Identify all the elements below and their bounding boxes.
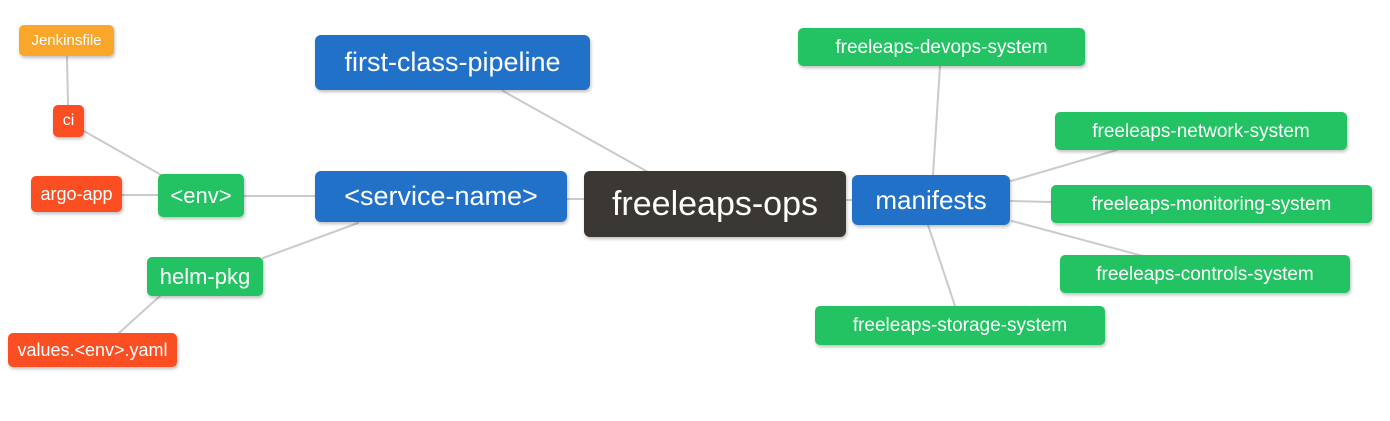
edge-jenkinsfile-ci [66, 56, 69, 106]
node-monitoring-system[interactable]: freeleaps-monitoring-system [1051, 185, 1372, 223]
node-network-system[interactable]: freeleaps-network-system [1055, 112, 1347, 150]
node-ci[interactable]: ci [53, 105, 84, 137]
node-devops-system[interactable]: freeleaps-devops-system [798, 28, 1085, 66]
edge-ci-env [83, 130, 164, 177]
node-env[interactable]: <env> [158, 174, 244, 217]
edge-pipeline-ops [502, 90, 649, 173]
edge-manifests-controls [1011, 220, 1144, 257]
node-service-name[interactable]: <service-name> [315, 171, 567, 222]
node-freeleaps-ops[interactable]: freeleaps-ops [584, 171, 846, 237]
edge-manifests-storage [927, 224, 956, 307]
node-controls-system[interactable]: freeleaps-controls-system [1060, 255, 1350, 293]
node-helm-pkg[interactable]: helm-pkg [147, 257, 263, 296]
edge-manifests-network [1010, 149, 1118, 182]
edge-service-name-helm-pkg [262, 222, 359, 259]
node-values-env-yaml[interactable]: values.<env>.yaml [8, 333, 177, 367]
edge-helm-pkg-values [118, 295, 161, 334]
node-argo-app[interactable]: argo-app [31, 176, 122, 212]
node-first-class-pipeline[interactable]: first-class-pipeline [315, 35, 590, 90]
edge-manifests-devops [932, 65, 941, 176]
node-manifests[interactable]: manifests [852, 175, 1010, 225]
edge-manifests-monitoring [1010, 200, 1052, 203]
node-jenkinsfile[interactable]: Jenkinsfile [19, 25, 114, 56]
node-storage-system[interactable]: freeleaps-storage-system [815, 306, 1105, 345]
